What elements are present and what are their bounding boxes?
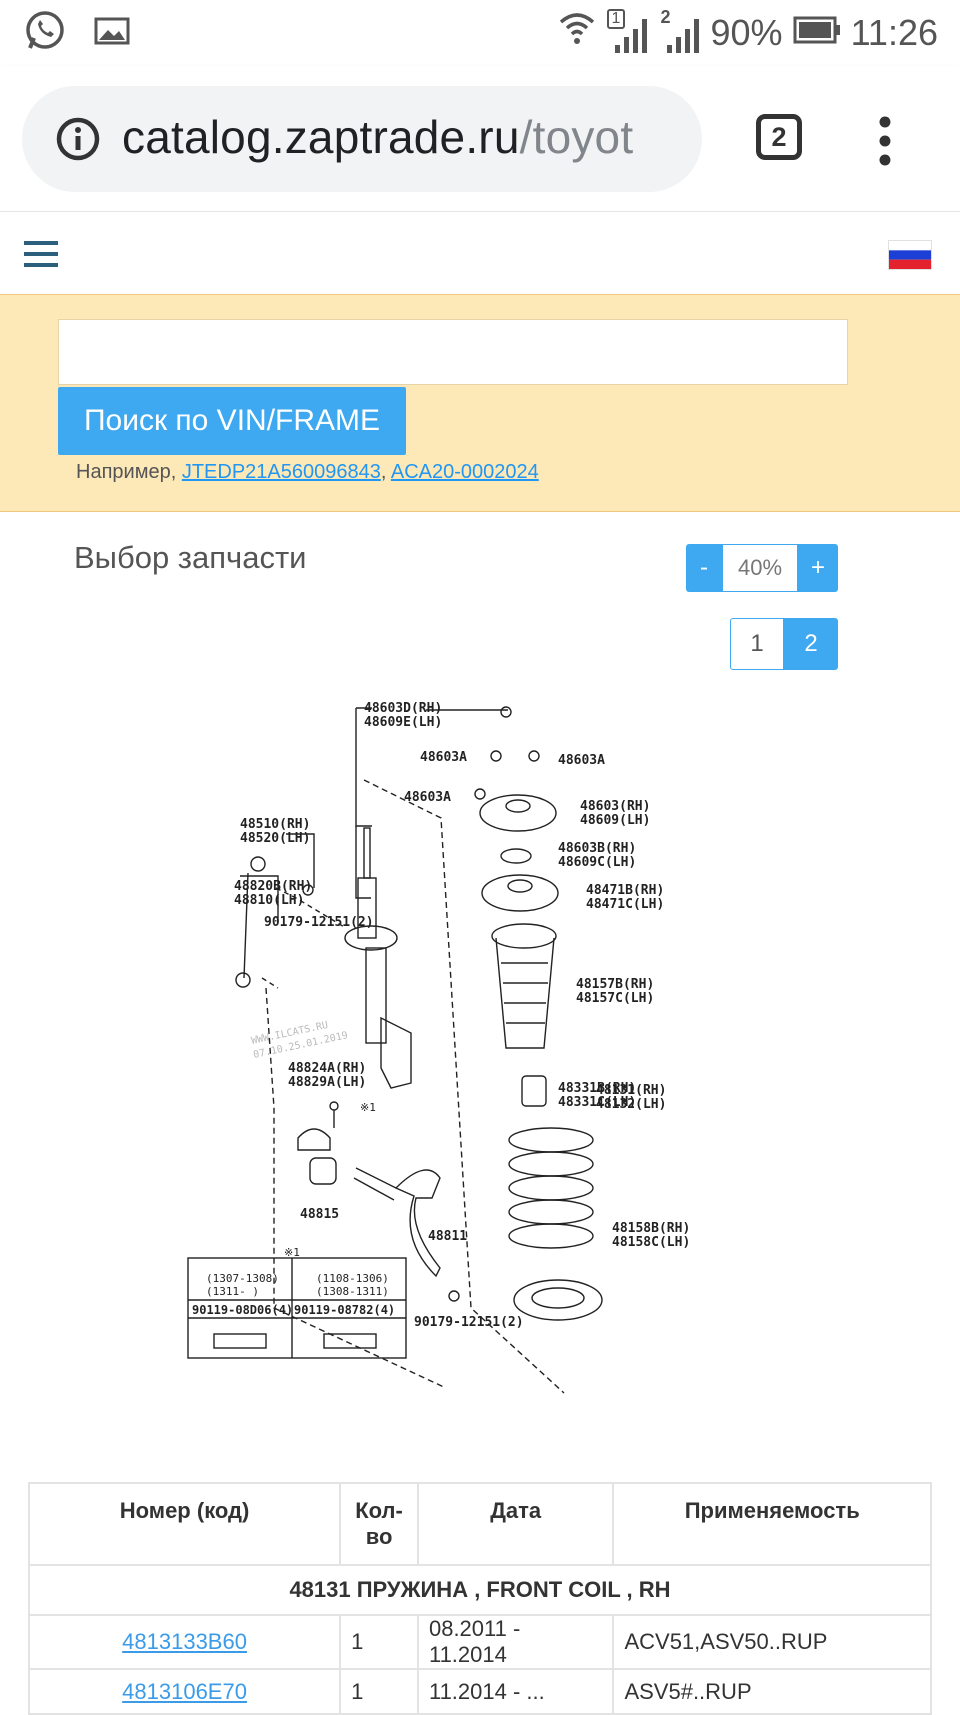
table-row[interactable]: 4813133B60 1 08.2011 - 11.2014 ACV51,ASV… [27, 1614, 932, 1670]
part-code-link[interactable]: 4813133B60 [122, 1629, 247, 1654]
parts-diagram-svg: 48603D(RH) 48609E(LH) 48603A 48603A 4860… [187, 701, 690, 1394]
table-range-a2: (1311- ) [206, 1285, 259, 1298]
page-2-button[interactable]: 2 [784, 618, 838, 670]
qty-cell: 1 [339, 1668, 419, 1715]
hamburger-menu-icon[interactable] [24, 240, 58, 268]
label-48603a-1[interactable]: 48603A [420, 750, 467, 765]
status-bar: 1 2 90% 11:26 [0, 0, 960, 66]
label-90179-top[interactable]: 90179-12151(2) [264, 915, 374, 930]
group-title: 48131 ПРУЖИНА , FRONT COIL , RH [28, 1564, 932, 1616]
note-mark-1: ※1 [360, 1101, 376, 1114]
col-header-code: Номер (код) [27, 1482, 342, 1566]
example-prefix: Например, [76, 461, 182, 483]
col-header-applicability: Применяемость [612, 1482, 932, 1566]
label-48158b[interactable]: 48158B(RH) [612, 1221, 690, 1236]
example-link-1[interactable]: JTEDP21A560096843 [181, 461, 381, 483]
zoom-out-button[interactable]: - [686, 544, 722, 592]
col-header-qty-line2: во [365, 1524, 393, 1549]
label-48603d[interactable]: 48603D(RH) [364, 701, 442, 716]
diagram-pager: 1 2 [730, 618, 838, 670]
label-48609[interactable]: 48609(LH) [580, 813, 650, 828]
part-code-cell: 4813106E70 [27, 1668, 342, 1715]
label-48820b[interactable]: 48820B(RH) [234, 879, 312, 894]
page-1-button[interactable]: 1 [730, 618, 784, 670]
label-48824a[interactable]: 48824A(RH) [288, 1061, 366, 1076]
part-code-link[interactable]: 4813106E70 [122, 1678, 247, 1704]
label-90119-08782[interactable]: 90119-08782(4) [294, 1303, 395, 1317]
wifi-icon [557, 8, 597, 57]
zoom-in-button[interactable]: + [798, 544, 838, 592]
applicability-cell: ACV51,ASV50..RUP [612, 1614, 932, 1670]
example-link-2[interactable]: ACA20-0002024 [390, 461, 539, 483]
whatsapp-icon [24, 10, 66, 57]
label-48131[interactable]: 48131(RH) [596, 1083, 666, 1098]
label-48609c[interactable]: 48609C(LH) [558, 855, 636, 870]
label-90179-bottom[interactable]: 90179-12151(2) [414, 1315, 524, 1330]
table-range-b1: (1108-1306) [316, 1272, 389, 1285]
label-48603b[interactable]: 48603B(RH) [558, 841, 636, 856]
col-header-qty: Кол-во [339, 1482, 419, 1566]
label-48157c[interactable]: 48157C(LH) [576, 991, 654, 1006]
table-header-row: Номер (код) Кол-во Дата Применяемость [27, 1482, 932, 1566]
label-48603a-3[interactable]: 48603A [404, 790, 451, 805]
col-header-qty-line1: Кол- [355, 1498, 403, 1523]
label-90119-08d06[interactable]: 90119-08D06(4) [192, 1303, 293, 1317]
battery-icon [793, 12, 841, 54]
label-48603[interactable]: 48603(RH) [580, 799, 650, 814]
vin-example: Например, JTEDP21A560096843, ACA20-00020… [76, 461, 539, 484]
info-icon[interactable] [56, 117, 100, 161]
vin-search-button[interactable]: Поиск по VIN/FRAME [58, 387, 406, 455]
table-range-b2: (1308-1311) [316, 1285, 389, 1298]
address-bar[interactable]: catalog.zaptrade.ru/toyot [22, 86, 702, 192]
date-cell: 08.2011 - 11.2014 [416, 1614, 615, 1670]
site-header [0, 212, 960, 294]
parts-table: Номер (код) Кол-во Дата Применяемость 48… [27, 1482, 932, 1715]
label-48510[interactable]: 48510(RH) [240, 817, 310, 832]
russian-flag-icon[interactable] [888, 240, 932, 270]
zoom-control: - 40% + [686, 544, 838, 592]
vin-search-panel: Поиск по VIN/FRAME Например, JTEDP21A560… [0, 294, 960, 512]
battery-percent: 90% [710, 11, 783, 53]
gallery-icon [94, 16, 130, 51]
qty-cell: 1 [339, 1614, 419, 1670]
vin-input[interactable] [58, 319, 848, 385]
clock: 11:26 [850, 11, 938, 53]
label-48471b[interactable]: 48471B(RH) [586, 883, 664, 898]
parts-table-container: Номер (код) Кол-во Дата Применяемость 48… [27, 1482, 932, 1715]
label-48603a-2[interactable]: 48603A [558, 753, 605, 768]
label-48829a[interactable]: 48829A(LH) [288, 1075, 366, 1090]
browser-toolbar: catalog.zaptrade.ru/toyot 2 [0, 66, 960, 212]
label-48471c[interactable]: 48471C(LH) [586, 897, 664, 912]
label-48158c[interactable]: 48158C(LH) [612, 1235, 690, 1250]
table-row[interactable]: 4813106E70 1 11.2014 - ... ASV5#..RUP [27, 1668, 932, 1715]
url-host: catalog.zaptrade.ru [122, 111, 520, 163]
parts-diagram[interactable]: 48603D(RH) 48609E(LH) 48603A 48603A 4860… [187, 688, 766, 1472]
label-48157b[interactable]: 48157B(RH) [576, 977, 654, 992]
label-48811[interactable]: 48811 [428, 1229, 467, 1244]
url-path: /toyot [519, 111, 634, 163]
part-code-cell: 4813133B60 [27, 1614, 342, 1670]
label-48609e[interactable]: 48609E(LH) [364, 715, 442, 730]
col-header-date: Дата [416, 1482, 615, 1566]
label-48331c[interactable]: 48331C(LH) [558, 1095, 636, 1110]
zoom-level: 40% [722, 544, 798, 592]
signal-sim2-icon: 2 [659, 7, 701, 55]
label-48815[interactable]: 48815 [300, 1207, 339, 1222]
more-menu-icon[interactable] [878, 116, 892, 166]
label-48132[interactable]: 48132(LH) [596, 1097, 666, 1112]
tab-switcher-button[interactable]: 2 [756, 114, 802, 160]
table-range-a1: (1307-1308) [206, 1272, 279, 1285]
table-group-row: 48131 ПРУЖИНА , FRONT COIL , RH [28, 1564, 932, 1616]
label-48331b[interactable]: 48331B(RH) [558, 1081, 636, 1096]
example-separator: , [380, 461, 391, 483]
label-48520[interactable]: 48520(LH) [240, 831, 310, 846]
url-text[interactable]: catalog.zaptrade.ru/toyot [122, 110, 633, 164]
note-mark-1-table: ※1 [284, 1246, 300, 1259]
label-48810[interactable]: 48810(LH) [234, 893, 304, 908]
signal-sim1-icon: 1 [606, 8, 649, 55]
applicability-cell: ASV5#..RUP [612, 1668, 932, 1715]
date-cell: 11.2014 - ... [416, 1668, 615, 1715]
part-selection-title: Выбор запчасти [74, 540, 307, 575]
